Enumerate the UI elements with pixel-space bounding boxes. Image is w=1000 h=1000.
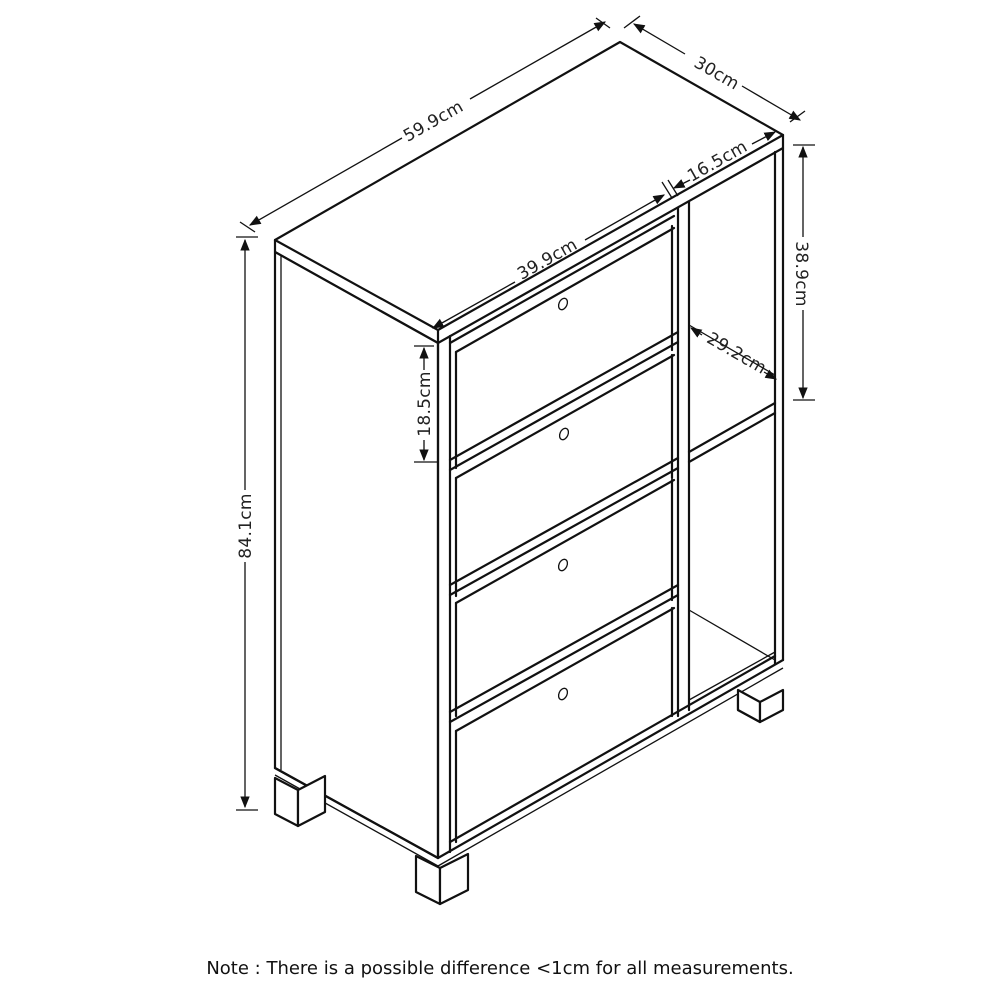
dimension-drawer-height: 18.5cm (414, 345, 438, 463)
drawer-handle-icon (557, 687, 569, 701)
open-shelf-section (687, 324, 777, 701)
dimension-open-depth: 29.2cm (690, 327, 778, 380)
dim-label-open-depth: 29.2cm (703, 329, 770, 379)
drawer-2 (454, 353, 676, 598)
dimension-height-total: 84.1cm (236, 236, 258, 811)
measurement-note: Note : There is a possible difference <1… (206, 958, 794, 979)
drawer-stack (448, 214, 680, 844)
drawer-3 (454, 478, 676, 718)
dim-label-open-height: 38.9cm (791, 241, 811, 307)
drawer-4 (454, 606, 676, 844)
dim-label-drawer-height: 18.5cm (415, 371, 435, 437)
dimension-open-height: 38.9cm (791, 144, 815, 401)
drawer-handle-icon (557, 297, 569, 311)
drawer-handle-icon (557, 558, 569, 572)
legs (273, 688, 785, 906)
drawer-handle-icon (558, 427, 570, 441)
dim-label-height-total: 84.1cm (236, 493, 256, 559)
drawer-1 (448, 214, 676, 470)
